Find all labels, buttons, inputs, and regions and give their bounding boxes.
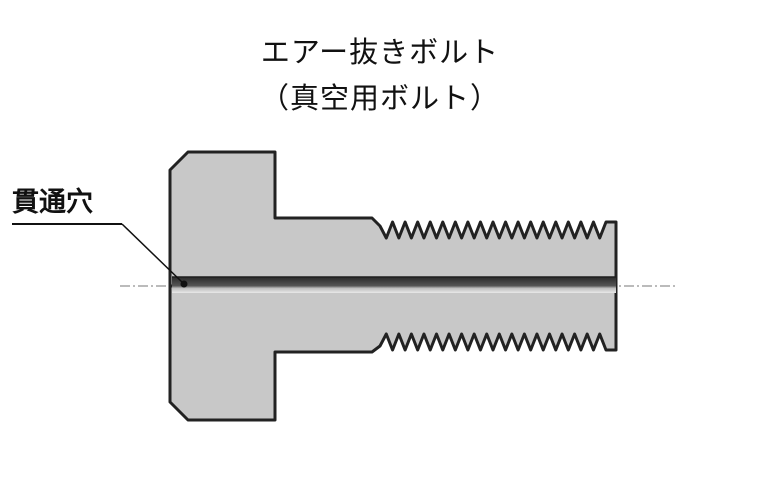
diagram-title: エアー抜きボルト	[260, 35, 500, 69]
callout-leader-line	[121, 223, 184, 284]
through-hole-label: 貫通穴	[12, 187, 93, 218]
through-hole	[172, 277, 616, 293]
diagram-subtitle: （真空用ボルト）	[259, 81, 500, 115]
callout-pointer-dot	[180, 280, 188, 288]
bolt-lower-half	[168, 284, 618, 422]
bolt-upper-half	[168, 150, 618, 288]
